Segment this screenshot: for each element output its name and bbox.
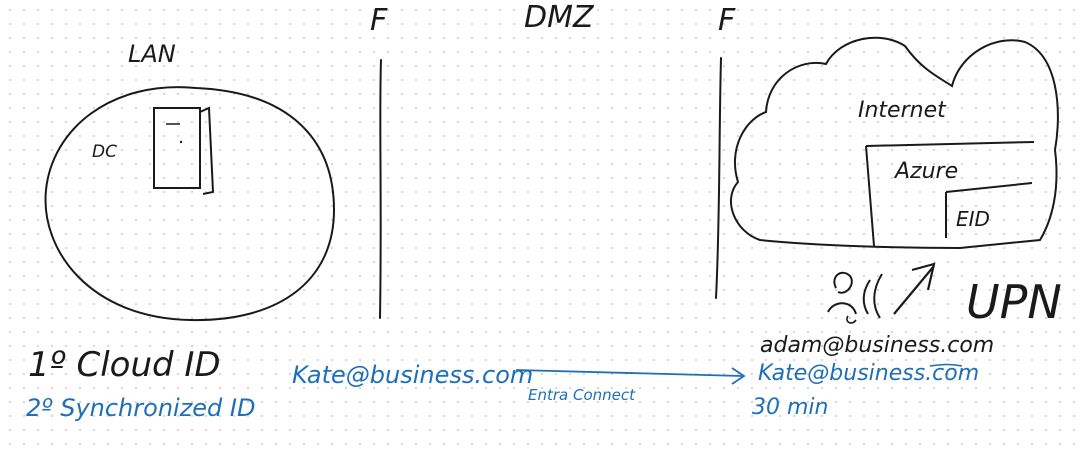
lan-ellipse: [44, 86, 336, 322]
eid-box: [945, 182, 1033, 238]
internet-label: Internet: [858, 98, 947, 123]
firewall-left-label: F: [370, 3, 388, 38]
eid-label: EID: [956, 207, 990, 231]
underline-stroke: [929, 363, 963, 367]
azure-label: Azure: [893, 159, 958, 184]
login-arrow-icon: [893, 262, 936, 315]
firewall-right-label: F: [718, 3, 736, 38]
upn-label: UPN: [966, 275, 1062, 329]
firewall-left-line: [379, 59, 382, 319]
dmz-label: DMZ: [524, 0, 595, 35]
firewall-right-line: [715, 57, 722, 299]
wave-icon: [862, 273, 883, 319]
sync-arrow-line: [515, 369, 743, 377]
entra-connect-label: Entra Connect: [528, 386, 636, 404]
synchronized-id-note: 2º Synchronized ID: [26, 394, 255, 422]
kate-left-email: Kate@business.com: [292, 361, 533, 389]
internet-cloud: [729, 36, 1059, 250]
server-icon: [153, 106, 215, 195]
cloud-id-note: 1º Cloud ID: [28, 345, 221, 385]
sync-interval: 30 min: [752, 395, 828, 420]
sync-arrow-head: [731, 367, 746, 385]
lan-label: LAN: [128, 40, 176, 68]
user-icon: [827, 271, 857, 324]
dc-label: DC: [92, 142, 117, 162]
adam-email: adam@business.com: [760, 333, 994, 358]
azure-box: [865, 141, 1035, 247]
